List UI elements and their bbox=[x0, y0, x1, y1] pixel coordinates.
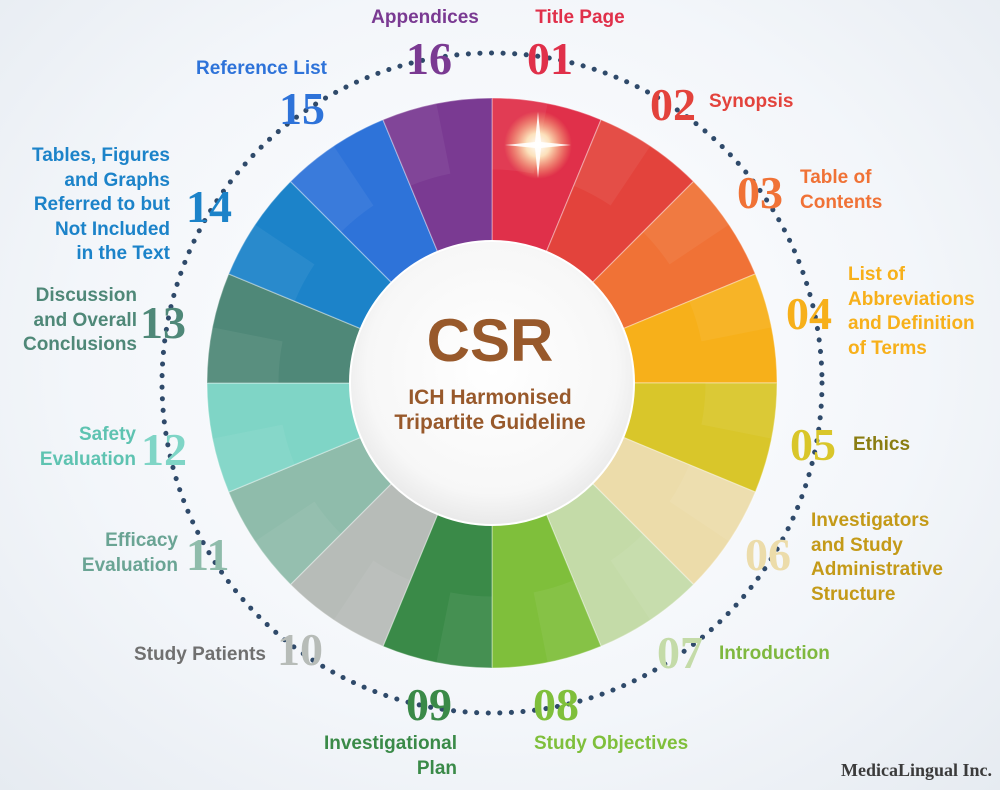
segment-shade-11 bbox=[255, 501, 342, 585]
section-label-04: List of Abbreviations and Definition of … bbox=[848, 264, 975, 359]
section-label-13: Discussion and Overall Conclusions bbox=[22, 285, 137, 355]
section-number-01: 01 bbox=[527, 33, 573, 84]
section-number-07: 07 bbox=[657, 627, 703, 678]
segment-shade-03 bbox=[642, 181, 729, 265]
section-label-06: Investigators and Study Administrative S… bbox=[811, 510, 943, 605]
section-label-02: Synopsis bbox=[709, 91, 794, 112]
segment-shade-14 bbox=[228, 224, 315, 302]
section-label-12: Safety Evaluation bbox=[39, 424, 136, 470]
section-label-15: Reference List bbox=[196, 58, 327, 79]
segment-shade-10 bbox=[333, 560, 411, 647]
section-label-09: Investigational Plan bbox=[323, 733, 457, 779]
segment-shade-13 bbox=[207, 327, 283, 383]
segment-shade-15 bbox=[290, 146, 374, 233]
center-hub bbox=[349, 240, 635, 526]
section-label-16: Appendices bbox=[371, 7, 479, 28]
segment-shade-05 bbox=[701, 383, 777, 439]
section-number-10: 10 bbox=[277, 624, 323, 675]
segment-shade-07 bbox=[610, 533, 694, 620]
center-subtitle: ICH Harmonised Tripartite Guideline bbox=[350, 385, 630, 435]
segment-shade-09 bbox=[436, 592, 492, 668]
section-number-15: 15 bbox=[279, 83, 325, 134]
section-number-14: 14 bbox=[186, 181, 232, 232]
subtitle-line: ICH Harmonised bbox=[408, 386, 572, 409]
subtitle-line: Tripartite Guideline bbox=[394, 411, 586, 434]
dotted-ring bbox=[159, 50, 825, 716]
section-number-13: 13 bbox=[140, 297, 186, 348]
section-number-16: 16 bbox=[406, 33, 452, 84]
section-label-05: Ethics bbox=[853, 434, 911, 455]
section-label-03: Table of Contents bbox=[800, 167, 883, 213]
section-label-14: Tables, Figures and Graphs Referred to b… bbox=[32, 145, 170, 264]
sparkle-highlight bbox=[504, 111, 572, 179]
section-number-08: 08 bbox=[533, 679, 579, 730]
center-title: CSR bbox=[426, 307, 554, 374]
segment-shade-08 bbox=[533, 580, 602, 663]
segment-shade-02 bbox=[573, 119, 651, 206]
section-label-10: Study Patients bbox=[134, 644, 266, 665]
segment-shade-12 bbox=[212, 424, 295, 493]
section-number-06: 06 bbox=[745, 529, 791, 580]
section-label-08: Study Objectives bbox=[534, 733, 689, 754]
credit-text: MedicaLingual Inc. bbox=[840, 760, 992, 780]
segment-shade-06 bbox=[669, 464, 756, 542]
section-number-12: 12 bbox=[141, 424, 187, 475]
section-label-07: Introduction bbox=[719, 643, 830, 664]
puzzle-segments bbox=[206, 97, 778, 669]
section-number-02: 02 bbox=[650, 79, 696, 130]
segment-shade-04 bbox=[689, 273, 772, 342]
section-number-03: 03 bbox=[737, 167, 783, 218]
section-label-01: Title Page bbox=[535, 7, 625, 28]
segment-shade-16 bbox=[382, 103, 451, 186]
section-number-04: 04 bbox=[786, 288, 832, 339]
section-number-09: 09 bbox=[406, 679, 452, 730]
section-number-11: 11 bbox=[186, 529, 230, 580]
section-label-11: Efficacy Evaluation bbox=[81, 530, 178, 576]
section-number-05: 05 bbox=[790, 419, 836, 470]
